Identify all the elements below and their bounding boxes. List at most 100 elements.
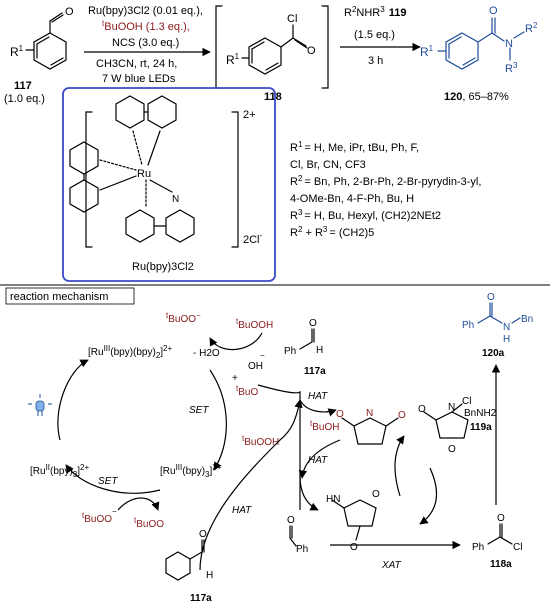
amine-r3-sup: 3	[380, 5, 385, 14]
amine-reagent-label: 119a	[470, 422, 492, 433]
ru3-charge: 3+	[212, 463, 221, 472]
ru2-charge: 2+	[80, 463, 89, 472]
mechanism: reaction mechanism tBuOO− tBuOOH - H2O O…	[5, 287, 533, 604]
amide-label: 120a	[482, 348, 505, 359]
succ-rad-o2: O	[398, 410, 406, 421]
svg-text:R1: R1	[226, 52, 240, 67]
benzaldehyde-top: Ph O H 117a	[284, 318, 326, 377]
tbuoo-anion-bottom: BuOO	[84, 514, 112, 525]
benzaldehyde-top-label: 117a	[304, 366, 326, 377]
catalyst-box: Ru N 2+ 2Cl- Ru(bpy)3Cl2	[62, 87, 276, 282]
catalyst-charge: 2+	[243, 109, 256, 121]
amine-reagent: BnNH2	[464, 408, 497, 419]
amide-nh: N	[503, 322, 510, 333]
svg-text:tBuOOH: tBuOOH	[236, 317, 273, 331]
tbuoo-radical-bottom: BuOO	[136, 519, 164, 530]
svg-text:[RuIII(bpy)3]3+: [RuIII(bpy)3]3+	[160, 463, 222, 479]
svg-text:tBuOO−: tBuOO−	[166, 311, 201, 325]
svg-text:R1= H, Me, iPr, tBu, Ph, F,: R1= H, Me, iPr, tBu, Ph, F,	[290, 140, 419, 154]
ncs-o1: O	[418, 404, 426, 415]
ncs-n: N	[448, 402, 455, 413]
svg-text:120, 65–87%: 120, 65–87%	[444, 91, 509, 103]
product-r2: R	[525, 23, 533, 35]
acyl-chloride-o: O	[497, 513, 505, 524]
amide-bn: Bn	[521, 314, 533, 325]
svg-text:tBuO: tBuO	[236, 384, 258, 398]
acyl-radical-o: O	[287, 515, 295, 526]
intermediate-label: 118	[264, 91, 282, 103]
intermediate-o: O	[307, 45, 316, 57]
amide-product: Ph O N H Bn 120a	[462, 292, 533, 359]
intermediate-r1-sup: 1	[235, 52, 240, 61]
svg-text:tBuOH: tBuOH	[310, 419, 339, 433]
product-r2-sup: 2	[533, 21, 538, 30]
conditions-line3: NCS (3.0 eq.)	[112, 37, 179, 49]
reactant-r1: R	[10, 45, 19, 59]
ru3-radical-charge: 2+	[163, 344, 172, 353]
acyl-chloride-ph: Ph	[472, 542, 484, 553]
svg-text:R3= H, Bu, Hexyl, (CH2)2NEt2: R3= H, Bu, Hexyl, (CH2)2NEt2	[290, 208, 441, 222]
reactant-o: O	[65, 6, 74, 18]
benzaldehyde-top-ph: Ph	[284, 346, 296, 357]
svg-text:tBuOO: tBuOO	[82, 511, 112, 525]
benzaldehyde-top-h: H	[316, 345, 323, 356]
conditions-line4: CH3CN, rt, 24 h,	[96, 58, 177, 70]
svg-text:tBuOO: tBuOO	[134, 516, 164, 530]
blue-led-icon	[28, 394, 52, 416]
acyl-radical-ph: Ph	[296, 544, 308, 555]
amine-num: 119	[389, 7, 407, 19]
product-r3: R	[505, 63, 513, 75]
substituents-r2b: 4-OMe-Bn, 4-F-Ph, Bu, H	[290, 193, 414, 205]
tbuooh-cycle: BuOOH	[244, 437, 279, 448]
ncs-o2: O	[448, 444, 456, 455]
catalyst-metal: Ru	[137, 168, 151, 180]
succ-hn: HN	[326, 494, 340, 505]
product-r1-sup: 1	[429, 44, 434, 53]
product-o: O	[489, 5, 498, 17]
succinimide: HN O O	[326, 489, 380, 553]
benzoyl-chloride: Ph O Cl 118a	[472, 513, 522, 570]
succ-o1: O	[372, 489, 380, 500]
substituents-r23: = (CH2)5	[329, 227, 374, 239]
acyl-chloride-label: 118a	[490, 559, 512, 570]
n-chlorosuccinimide: O O N Cl	[418, 396, 471, 455]
amide-o: O	[487, 292, 495, 303]
svg-text:R1: R1	[10, 44, 24, 59]
catalyst-n: N	[172, 194, 179, 205]
succ-o2: O	[350, 542, 358, 553]
svg-text:R2= Bn, Ph, 2-Br-Ph, 2-Br-pyry: R2= Bn, Ph, 2-Br-Ph, 2-Br-pyrydin-3-yl,	[290, 174, 481, 188]
reactant-structure: O R1 117 (1.0 eq.)	[4, 6, 74, 105]
benzaldehyde-bottom-h: H	[206, 570, 213, 581]
benzaldehyde-bottom: O H 117a	[165, 529, 213, 604]
acyl-chloride-cl: Cl	[513, 542, 522, 553]
benzaldehyde-bottom-o: O	[199, 529, 207, 540]
svg-text:[RuII(bpy)3]2+: [RuII(bpy)3]2+	[30, 463, 89, 479]
amide-h: H	[503, 334, 510, 345]
reactant-r1-sup: 1	[19, 44, 24, 53]
intermediate-structure: Cl O R1 118	[215, 5, 329, 103]
mechanism-title: reaction mechanism	[10, 291, 108, 303]
set-label-2: SET	[98, 476, 118, 487]
conditions-line2-sup: t	[102, 19, 105, 28]
tbuo-radical: BuO	[238, 387, 258, 398]
substituent-list: R1= H, Me, iPr, tBu, Ph, F, Cl, Br, CN, …	[290, 140, 481, 239]
product-n: N	[505, 38, 513, 50]
hat-label-1: HAT	[308, 391, 328, 402]
succinimidyl-radical: O O N	[336, 408, 406, 445]
product-r3-sup: 3	[513, 61, 518, 70]
acyl-radical: Ph O	[287, 515, 308, 555]
catalyst-name: Ru(bpy)3Cl2	[132, 261, 194, 273]
conditions-line1: Ru(bpy)3Cl2 (0.01 eq.),	[88, 5, 203, 17]
svg-text:R1: R1	[420, 44, 434, 59]
intermediate-r1: R	[226, 53, 235, 67]
hat-label-2: HAT	[308, 455, 328, 466]
amine-nh: NHR	[356, 7, 380, 19]
svg-text:tBuOOH (1.3 eq.),: tBuOOH (1.3 eq.),	[102, 19, 190, 33]
amide-ph: Ph	[462, 320, 474, 331]
svg-text:R3: R3	[505, 61, 518, 75]
product-yield: , 65–87%	[462, 91, 509, 103]
svg-text:2Cl-: 2Cl-	[243, 231, 263, 246]
